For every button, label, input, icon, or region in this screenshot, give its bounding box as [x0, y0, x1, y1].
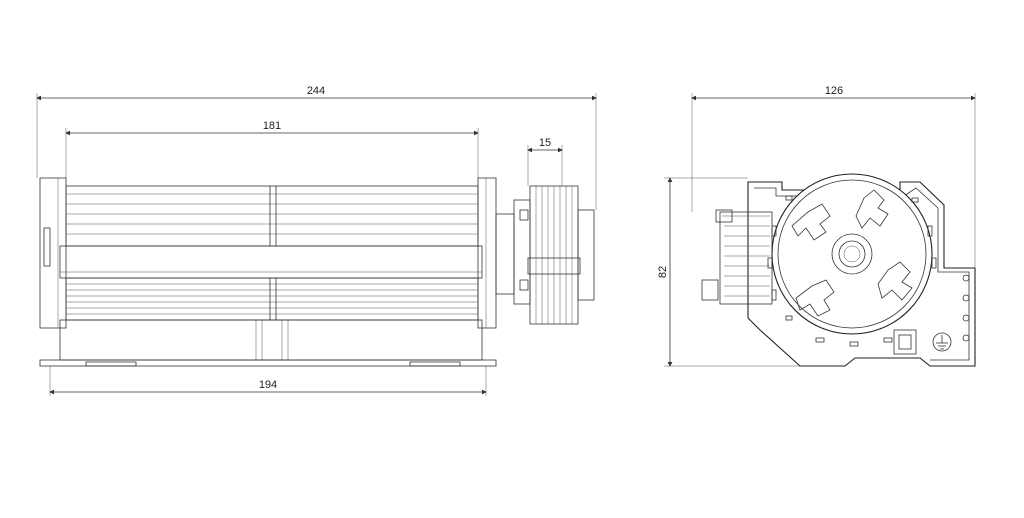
front-view [39, 177, 595, 367]
perimeter-slots [767, 195, 937, 347]
motor-lamination-lines [535, 186, 573, 324]
dim-side-height: 82 [657, 266, 669, 278]
front-dimensions: 244 181 15 194 [36, 85, 597, 396]
dim-base-length: 194 [259, 379, 277, 391]
impeller-blades [791, 189, 913, 317]
dim-side-width: 126 [825, 85, 843, 97]
dim-overall-length: 244 [307, 85, 325, 97]
rotor-blade-lines [66, 193, 478, 235]
dim-rotor-length: 181 [263, 120, 281, 132]
dim-motor-width: 15 [539, 137, 551, 149]
side-dimensions: 126 82 [657, 85, 976, 367]
side-view [701, 173, 976, 367]
